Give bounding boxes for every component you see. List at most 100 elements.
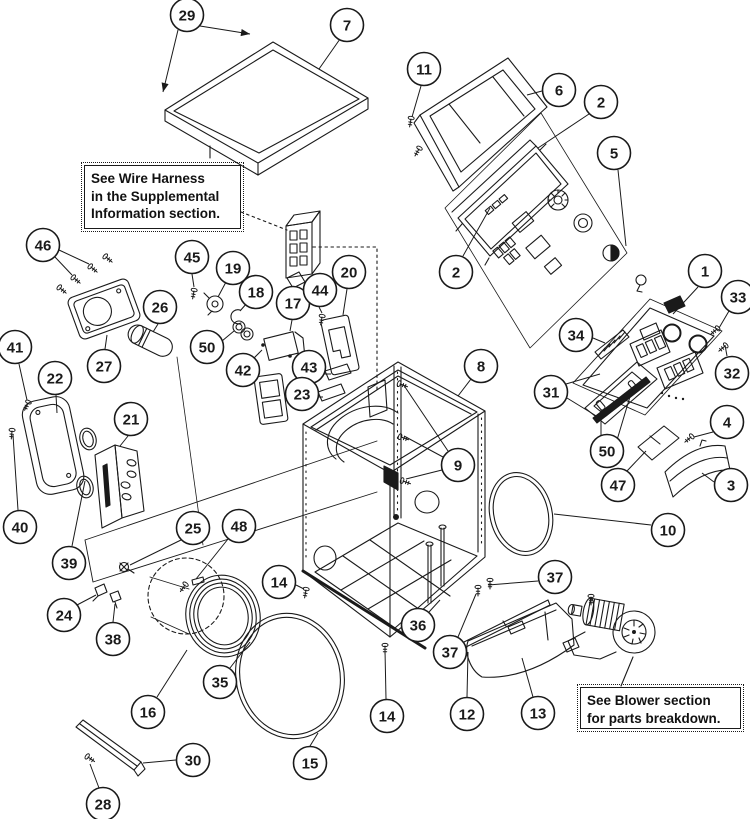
callout-14 xyxy=(369,698,405,734)
part-bracket-47 xyxy=(637,425,680,461)
callout-28 xyxy=(85,786,121,819)
callout-37 xyxy=(432,634,468,670)
callout-label-44: 44 xyxy=(312,283,329,300)
callout-label-30: 30 xyxy=(185,753,202,770)
note-line: See Blower section xyxy=(587,693,711,708)
callout-5 xyxy=(596,135,632,171)
callout-6 xyxy=(541,72,577,108)
callout-40 xyxy=(2,509,38,545)
callout-label-18: 18 xyxy=(248,285,265,302)
callout-label-32: 32 xyxy=(724,366,741,383)
part-harness-connector xyxy=(285,210,321,289)
screw-icon xyxy=(8,427,16,440)
part-badge-strip xyxy=(594,329,630,360)
callout-36 xyxy=(400,607,436,643)
screw-icon xyxy=(318,313,326,326)
callout-label-8: 8 xyxy=(477,359,485,376)
callout-label-12: 12 xyxy=(459,707,476,724)
part-panel-subframe xyxy=(584,361,658,425)
callout-45 xyxy=(174,239,210,275)
part-toe-grille-12 xyxy=(461,599,551,649)
callout-label-36: 36 xyxy=(410,618,427,635)
callout-32 xyxy=(714,355,750,391)
callout-7 xyxy=(329,7,365,43)
dotted-leader-wire-harness xyxy=(240,211,288,231)
callout-44 xyxy=(302,272,338,308)
callout-label-1: 1 xyxy=(701,264,709,281)
console-assembly-outline xyxy=(444,112,628,349)
callout-label-20: 20 xyxy=(341,265,358,282)
callout-34 xyxy=(558,317,594,353)
part-roller-26 xyxy=(127,324,173,357)
callout-38 xyxy=(95,621,131,657)
callout-label-29: 29 xyxy=(179,8,196,25)
callout-label-31: 31 xyxy=(543,385,560,402)
callout-label-25: 25 xyxy=(185,521,202,538)
callout-50 xyxy=(589,433,625,469)
callout-label-26: 26 xyxy=(152,300,169,317)
callout-1 xyxy=(687,253,723,289)
callout-19 xyxy=(215,250,251,286)
callout-label-39: 39 xyxy=(61,556,78,573)
callout-label-35: 35 xyxy=(212,675,229,692)
callout-label-48: 48 xyxy=(231,519,248,536)
screw-icon xyxy=(684,433,695,443)
part-cabinet-wrapper xyxy=(302,361,486,638)
callout-13 xyxy=(520,695,556,731)
callout-27 xyxy=(86,348,122,384)
screw-icon xyxy=(474,584,482,597)
callout-label-14: 14 xyxy=(271,575,288,592)
callout-label-10: 10 xyxy=(660,523,677,540)
callout-2 xyxy=(583,84,619,120)
callout-label-14: 14 xyxy=(379,709,396,726)
screw-icon xyxy=(486,577,494,590)
callout-label-33: 33 xyxy=(730,290,747,307)
callout-label-43: 43 xyxy=(301,360,318,377)
callout-label-45: 45 xyxy=(184,250,201,267)
callout-30 xyxy=(175,742,211,778)
screw-icon xyxy=(399,477,412,486)
callout-48 xyxy=(221,508,257,544)
callout-label-19: 19 xyxy=(225,261,242,278)
callout-label-5: 5 xyxy=(610,146,618,163)
part-seal-rings-39 xyxy=(76,427,97,499)
callout-label-22: 22 xyxy=(47,371,64,388)
callout-label-23: 23 xyxy=(294,387,311,404)
screw-icon xyxy=(587,593,595,606)
callout-24 xyxy=(46,597,82,633)
part-top-panel xyxy=(164,41,369,176)
screw-icon xyxy=(414,145,423,157)
part-console-housing xyxy=(451,139,569,266)
screw-icon xyxy=(190,287,198,300)
callout-label-21: 21 xyxy=(123,412,140,429)
part-terminal-plate-23 xyxy=(253,373,289,425)
screw-icon xyxy=(718,342,729,352)
part-motor-19 xyxy=(203,292,224,316)
callout-label-3: 3 xyxy=(727,478,735,495)
screw-icon xyxy=(70,274,81,284)
part-grommets-50 xyxy=(232,320,254,341)
callout-label-47: 47 xyxy=(610,478,627,495)
blower-note-leader xyxy=(620,656,634,687)
callout-label-37: 37 xyxy=(547,570,564,587)
callout-label-9: 9 xyxy=(454,458,462,475)
callout-label-50: 50 xyxy=(599,444,616,461)
callout-25 xyxy=(175,510,211,546)
callout-35 xyxy=(202,664,238,700)
callout-label-38: 38 xyxy=(105,632,122,649)
callout-10 xyxy=(650,512,686,548)
callout-37 xyxy=(537,559,573,595)
callout-3 xyxy=(713,467,749,503)
callout-label-2: 2 xyxy=(597,95,605,112)
callout-label-41: 41 xyxy=(7,340,24,357)
screw-icon xyxy=(397,433,410,442)
callout-46 xyxy=(25,227,61,263)
screw-icon xyxy=(179,581,189,593)
callout-label-28: 28 xyxy=(95,797,112,814)
screw-icon xyxy=(23,399,32,411)
note-line: in the Supplemental xyxy=(91,188,220,204)
callout-label-50: 50 xyxy=(199,340,216,357)
callout-23 xyxy=(284,376,320,412)
